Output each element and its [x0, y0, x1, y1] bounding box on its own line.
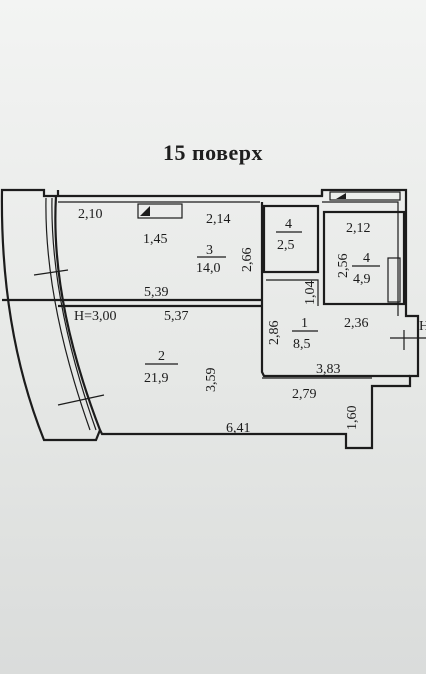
dim-wardrobe: 1,45 — [143, 232, 168, 247]
room-3-number: 3 — [206, 243, 213, 258]
wall-corridor-left — [260, 202, 410, 378]
dim-corridor-gap: 1,04 — [303, 281, 318, 306]
wardrobe-block — [137, 203, 183, 219]
room-3-area: 14,0 — [196, 261, 221, 276]
room-4a-number: 4 — [285, 217, 292, 232]
dim-total-width: 6,41 — [226, 421, 251, 436]
wall-room3-room2 — [58, 298, 262, 308]
balcony-window-mark-1 — [33, 269, 69, 276]
dim-room3-length: 5,39 — [144, 285, 169, 300]
dim-room3-height: 2,66 — [240, 248, 255, 273]
dim-hall-width: 2,36 — [344, 316, 369, 331]
dim-lower-wall: 2,79 — [292, 387, 317, 402]
vent-strip — [329, 191, 401, 201]
dim-bath-width: 2,12 — [346, 221, 371, 236]
bathroom-large-walls — [322, 210, 406, 306]
dim-room2-height: 3,59 — [204, 368, 219, 393]
room-4a-area: 2,5 — [277, 238, 295, 253]
room-2-area: 21,9 — [144, 371, 169, 386]
room-4b-number: 4 — [363, 251, 370, 266]
balcony-glazing — [45, 197, 91, 431]
apartment-inner-wall — [58, 201, 399, 316]
wardrobe-mark — [140, 206, 150, 216]
dim-bath-height: 2,56 — [336, 254, 351, 279]
edge-letter: Н — [419, 319, 426, 334]
vent-mark — [336, 193, 346, 199]
wall-corridor-left-inner — [266, 279, 319, 306]
room-1-area: 8,5 — [293, 337, 311, 352]
room-1-number: 1 — [301, 316, 308, 331]
bathroom-small-walls — [262, 204, 320, 274]
dim-hall-height: 2,86 — [267, 321, 282, 346]
dim-top-right-room3: 2,14 — [206, 212, 231, 227]
balcony-window-mark-2 — [57, 394, 105, 406]
dim-lower-niche: 1,60 — [345, 406, 360, 431]
ceiling-height-label: Н=3,00 — [74, 309, 117, 324]
dim-top-left: 2,10 — [78, 207, 103, 222]
floor-title: 15 поверх — [162, 140, 263, 165]
room-2-number: 2 — [158, 349, 165, 364]
room-4b-area: 4,9 — [353, 272, 371, 287]
dim-hall-length: 3,83 — [316, 362, 341, 377]
dim-room2-length: 5,37 — [164, 309, 189, 324]
bath-tub — [387, 257, 401, 303]
